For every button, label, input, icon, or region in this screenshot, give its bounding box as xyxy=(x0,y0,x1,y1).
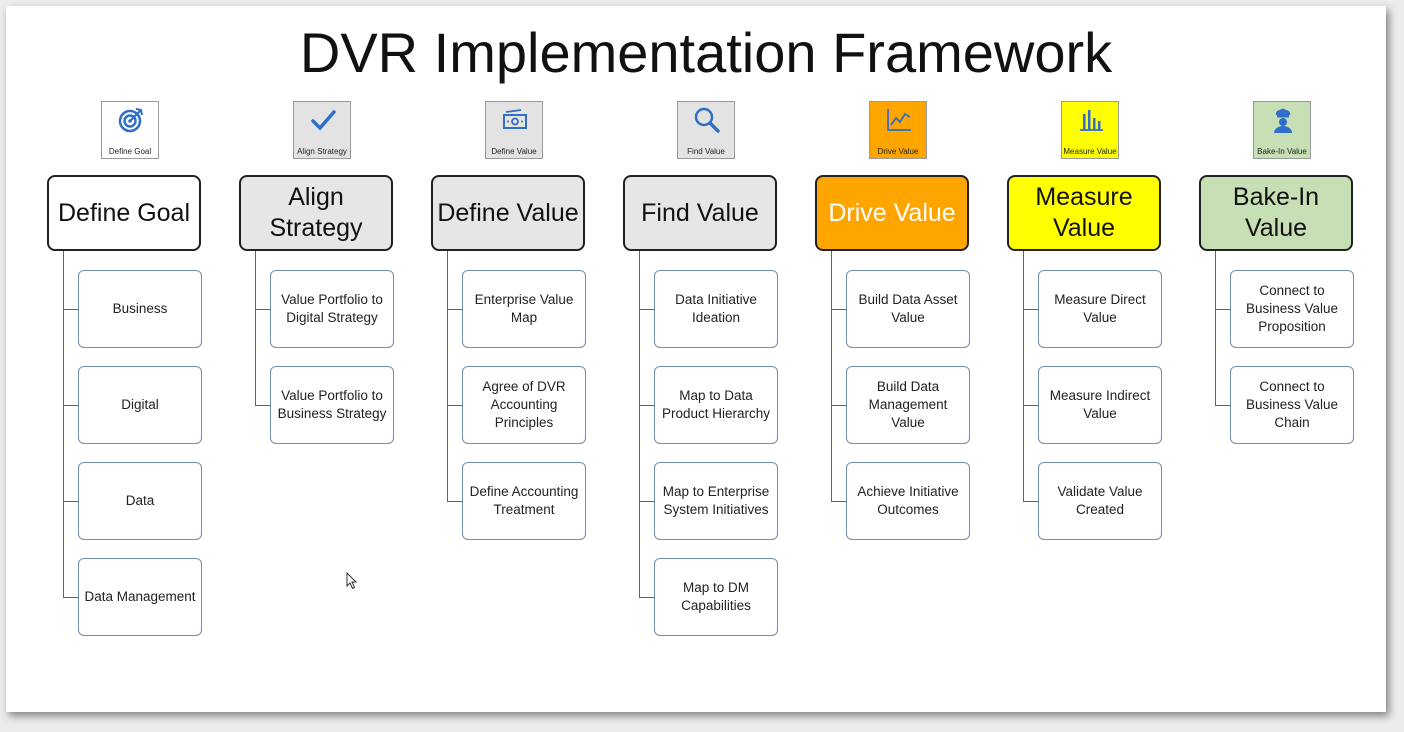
connector-line xyxy=(63,405,78,406)
child-node: Map to Data Product Hierarchy xyxy=(654,366,778,444)
icon-tile-4: Drive Value xyxy=(869,101,927,159)
page-title: DVR Implementation Framework xyxy=(299,21,1113,84)
child-node: Connect to Business Value Chain xyxy=(1230,366,1354,444)
slide: DVR Implementation Framework Define Goal… xyxy=(6,6,1386,712)
connector-line xyxy=(639,251,640,597)
connector-line xyxy=(1023,405,1038,406)
connector-line xyxy=(447,309,462,310)
child-node: Digital xyxy=(78,366,202,444)
child-node: Measure Direct Value xyxy=(1038,270,1162,348)
connector-line xyxy=(639,501,654,502)
column-header: Align Strategy xyxy=(239,175,393,251)
child-node: Connect to Business Value Proposition xyxy=(1230,270,1354,348)
child-node: Value Portfolio to Digital Strategy xyxy=(270,270,394,348)
connector-line xyxy=(639,597,654,598)
connector-line xyxy=(831,501,846,502)
child-node: Agree of DVR Accounting Principles xyxy=(462,366,586,444)
child-node: Build Data Management Value xyxy=(846,366,970,444)
column-header: Define Value xyxy=(431,175,585,251)
mouse-cursor-icon xyxy=(346,572,358,590)
child-node: Map to Enterprise System Initiatives xyxy=(654,462,778,540)
connector-line xyxy=(63,501,78,502)
connector-line xyxy=(831,405,846,406)
column-header: Bake-In Value xyxy=(1199,175,1353,251)
connector-line xyxy=(831,309,846,310)
connector-line xyxy=(63,597,78,598)
child-node: Data xyxy=(78,462,202,540)
column-header: Define Goal xyxy=(47,175,201,251)
icon-tile-2: Define Value xyxy=(485,101,543,159)
connector-line xyxy=(255,309,270,310)
child-node: Value Portfolio to Business Strategy xyxy=(270,366,394,444)
child-node: Measure Indirect Value xyxy=(1038,366,1162,444)
connector-line xyxy=(63,251,64,597)
icon-label: Bake-In Value xyxy=(1257,147,1307,156)
connector-line xyxy=(447,251,448,501)
icon-tile-6: Bake-In Value xyxy=(1253,101,1311,159)
icon-label: Define Value xyxy=(491,147,537,156)
child-node: Validate Value Created xyxy=(1038,462,1162,540)
connector-line xyxy=(639,309,654,310)
icon-tile-0: Define Goal xyxy=(101,101,159,159)
connector-line xyxy=(1023,501,1038,502)
connector-line xyxy=(255,251,256,405)
column-header: Drive Value xyxy=(815,175,969,251)
connector-line xyxy=(1023,309,1038,310)
icon-label: Align Strategy xyxy=(297,147,347,156)
connector-line xyxy=(63,309,78,310)
connector-line xyxy=(639,405,654,406)
icon-label: Drive Value xyxy=(877,147,919,156)
icon-tile-5: Measure Value xyxy=(1061,101,1119,159)
child-node: Data Initiative Ideation xyxy=(654,270,778,348)
icon-label: Measure Value xyxy=(1063,147,1117,156)
child-node: Achieve Initiative Outcomes xyxy=(846,462,970,540)
connector-line xyxy=(1023,251,1024,501)
connector-line xyxy=(1215,309,1230,310)
icon-tile-3: Find Value xyxy=(677,101,735,159)
child-node: Data Management xyxy=(78,558,202,636)
child-node: Build Data Asset Value xyxy=(846,270,970,348)
connector-line xyxy=(1215,405,1230,406)
child-node: Define Accounting Treatment xyxy=(462,462,586,540)
connector-line xyxy=(1215,251,1216,405)
child-node: Business xyxy=(78,270,202,348)
icon-label: Find Value xyxy=(687,147,725,156)
connector-line xyxy=(447,405,462,406)
icon-tile-1: Align Strategy xyxy=(293,101,351,159)
child-node: Enterprise Value Map xyxy=(462,270,586,348)
column-header: Find Value xyxy=(623,175,777,251)
connector-line xyxy=(255,405,270,406)
child-node: Map to DM Capabilities xyxy=(654,558,778,636)
icon-label: Define Goal xyxy=(108,147,152,156)
column-header: Measure Value xyxy=(1007,175,1161,251)
connector-line xyxy=(831,251,832,501)
connector-line xyxy=(447,501,462,502)
